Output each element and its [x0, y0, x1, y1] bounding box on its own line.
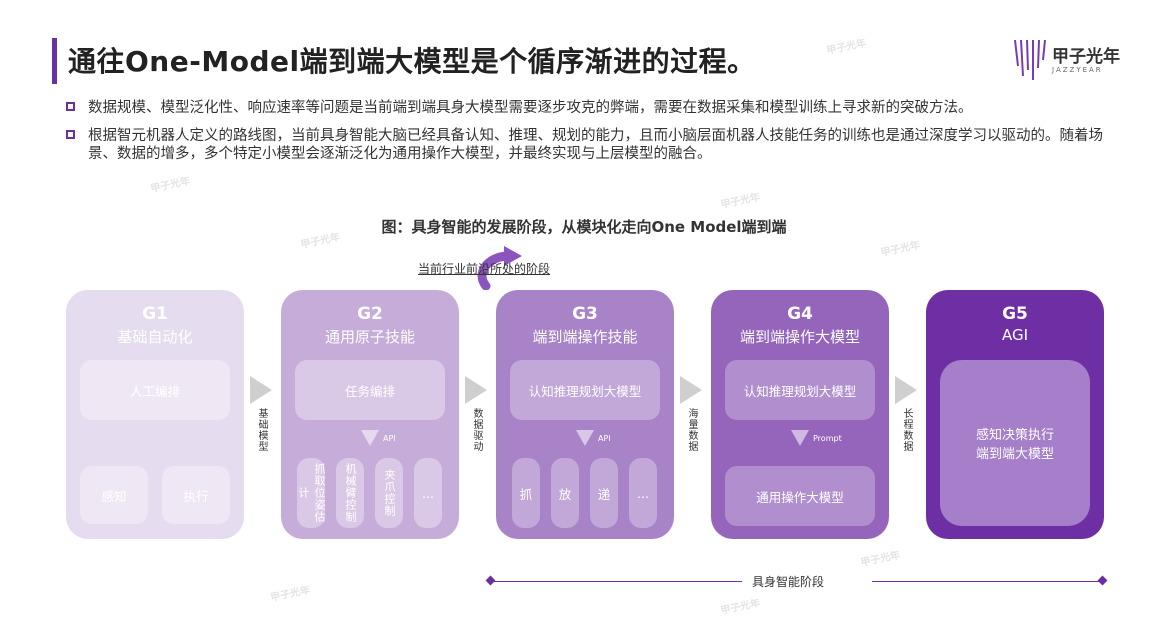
right-arrow-icon: [465, 376, 487, 404]
watermark: 甲子光年: [719, 597, 762, 617]
curved-arrow-icon: [477, 246, 522, 290]
down-triangle-icon: [576, 430, 594, 446]
stage-bottom-box: 执行: [162, 466, 230, 524]
stage-card-g3: G3 端到端操作技能 认知推理规划大模型 API 抓 放 递 ...: [496, 290, 674, 539]
stage-bottom-box: 抓: [512, 458, 540, 528]
stage-top-box: 认知推理规划大模型: [510, 360, 660, 420]
stage-bottom-box: 抓取位姿估计: [297, 458, 326, 528]
down-triangle-icon: [791, 430, 809, 446]
prompt-label: Prompt: [813, 434, 842, 443]
stage-bottom-box: ...: [414, 458, 442, 528]
stage-top-box: 人工编排: [80, 360, 230, 420]
bullet-square-icon: [66, 130, 75, 139]
stage-bottom-box: 通用操作大模型: [725, 466, 875, 526]
connector-label: 数据驱动: [471, 408, 482, 452]
bullet-square-icon: [66, 102, 75, 111]
stage-bottom-box: 夹爪控制: [375, 458, 403, 528]
api-label: API: [383, 434, 396, 443]
stage-code: G1: [142, 304, 168, 324]
watermark: 甲子光年: [719, 191, 762, 211]
connector-label: 长程数据: [901, 408, 912, 452]
stage-name: AGI: [1001, 326, 1029, 344]
stage-bottom-box: 感知: [80, 466, 148, 524]
stage-card-g5: G5 AGI 感知决策执行 端到端大模型: [926, 290, 1104, 539]
figure-title: 图：具身智能的发展阶段，从模块化走向One Model端到端: [381, 218, 787, 236]
stage-name: 端到端操作大模型: [739, 328, 860, 346]
stage-top-box: 任务编排: [295, 360, 445, 420]
stage-name: 通用原子技能: [324, 328, 415, 346]
logo-text: 甲子光年: [1052, 47, 1120, 67]
watermark: 甲子光年: [825, 37, 868, 57]
connector-label: 海量数据: [686, 408, 697, 452]
logo-icon: [1014, 39, 1046, 80]
stage-code: G3: [572, 304, 598, 324]
timeline-line-right: [872, 581, 1100, 582]
api-label: API: [598, 434, 611, 443]
right-arrow-icon: [250, 376, 272, 404]
stage-name: 基础自动化: [117, 328, 193, 346]
watermark: 甲子光年: [269, 584, 312, 604]
stage-bottom-box: 机械臂控制: [336, 458, 364, 528]
stage-bottom-box: ...: [629, 458, 657, 528]
down-triangle-icon: [361, 430, 379, 446]
page-title: 通往One-Model端到端大模型是个循序渐进的过程。: [68, 45, 756, 78]
watermark: 甲子光年: [859, 549, 902, 569]
watermark: 甲子光年: [149, 175, 192, 195]
stage-code: G5: [1002, 304, 1028, 324]
right-arrow-icon: [680, 376, 702, 404]
connector-label: 基础模型: [256, 408, 267, 452]
stage-center-box: 感知决策执行 端到端大模型: [940, 360, 1090, 526]
stage-bottom-box: 放: [551, 458, 579, 528]
timeline-line-left: [492, 581, 742, 582]
timeline-end-diamond: [1097, 575, 1108, 586]
stage-card-g4: G4 端到端操作大模型 认知推理规划大模型 Prompt 通用操作大模型: [711, 290, 889, 539]
right-arrow-icon: [895, 376, 917, 404]
current-stage-label: 当前行业前沿所处的阶段: [418, 262, 551, 276]
stage-label: 具身智能阶段: [752, 575, 825, 589]
stage-top-box: 认知推理规划大模型: [725, 360, 875, 420]
logo-subtext: JAZZYEAR: [1052, 66, 1103, 74]
watermark: 甲子光年: [879, 239, 922, 259]
stage-code: G4: [787, 304, 813, 324]
stage-name: 端到端操作技能: [532, 328, 638, 346]
bullet-text: 数据规模、模型泛化性、响应速率等问题是当前端到端具身大模型需要逐步攻克的弊端，需…: [88, 100, 973, 116]
stage-code: G2: [357, 304, 383, 324]
stage-bottom-box: 递: [590, 458, 618, 528]
stage-card-g1: G1 基础自动化 人工编排 感知 执行: [66, 290, 244, 539]
title-accent-bar: [52, 38, 57, 84]
stage-card-g2: G2 通用原子技能 任务编排 API 抓取位姿估计 机械臂控制 夹爪控制 ...: [281, 290, 459, 539]
bullet-text: 根据智元机器人定义的路线图，当前具身智能大脑已经具备认知、推理、规划的能力，且而…: [88, 128, 1103, 162]
